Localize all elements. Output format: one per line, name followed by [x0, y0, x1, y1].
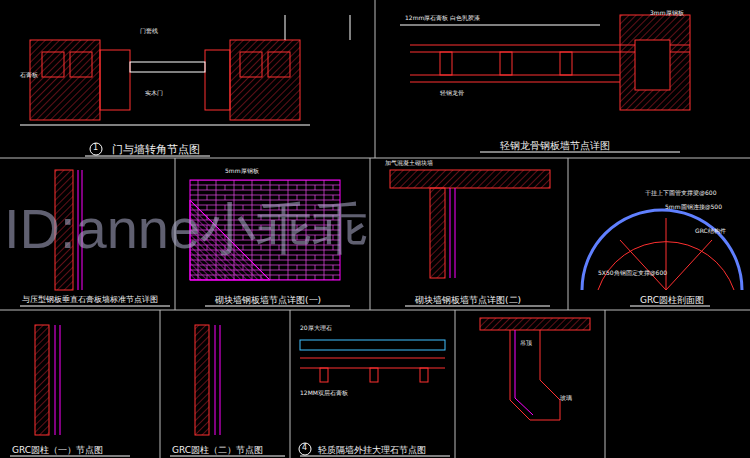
annotation: 3mm厚钢板 [650, 10, 684, 17]
detail-title: 砌块墙钢板墙节点详图(二) [415, 296, 521, 306]
annotation: 实木门 [145, 90, 163, 97]
detail-title: GRC圆柱（二）节点图 [172, 446, 263, 456]
annotation: 12MM双层石膏板 [300, 390, 348, 397]
annotation: 加气混凝土砌块墙 [385, 160, 433, 167]
annotation: 5mm圆钢连接@500 [665, 204, 722, 211]
detail-title: 与压型钢板垂直石膏板墙标准节点详图 [22, 296, 158, 305]
detail-title: 轻质隔墙外挂大理石节点图 [318, 446, 426, 456]
detail-title: 砌块墙钢板墙节点详图(一) [215, 296, 321, 306]
callout-number: 1 [93, 144, 98, 153]
annotation: 5mm厚钢板 [225, 168, 259, 175]
detail-title: 轻钢龙骨钢板墙节点详图 [500, 140, 610, 151]
detail-title: GRC圆柱剖面图 [640, 296, 704, 306]
annotation: 石膏板 [20, 72, 38, 79]
detail-title: GRC圆柱（一）节点图 [12, 446, 103, 456]
annotation: 吊顶 [520, 340, 532, 347]
annotation: 轻钢龙骨 [440, 90, 464, 97]
annotation: GRC结构件 [695, 228, 726, 235]
annotation: 玻璃 [560, 395, 572, 402]
annotation: 门套线 [140, 28, 158, 35]
annotation: 干挂上下圆管支撑梁@600 [645, 190, 716, 197]
annotation: 5X50角钢固定支撑@600 [598, 270, 667, 277]
watermark: ID:anne小乖乖 [4, 198, 368, 260]
detail-title: 门与墙转角节点图 [112, 144, 200, 156]
annotation: 12mm厚石膏板 白色乳胶漆 [405, 15, 480, 22]
annotation: 20厚大理石 [300, 325, 332, 332]
callout-number: 4 [302, 444, 307, 453]
